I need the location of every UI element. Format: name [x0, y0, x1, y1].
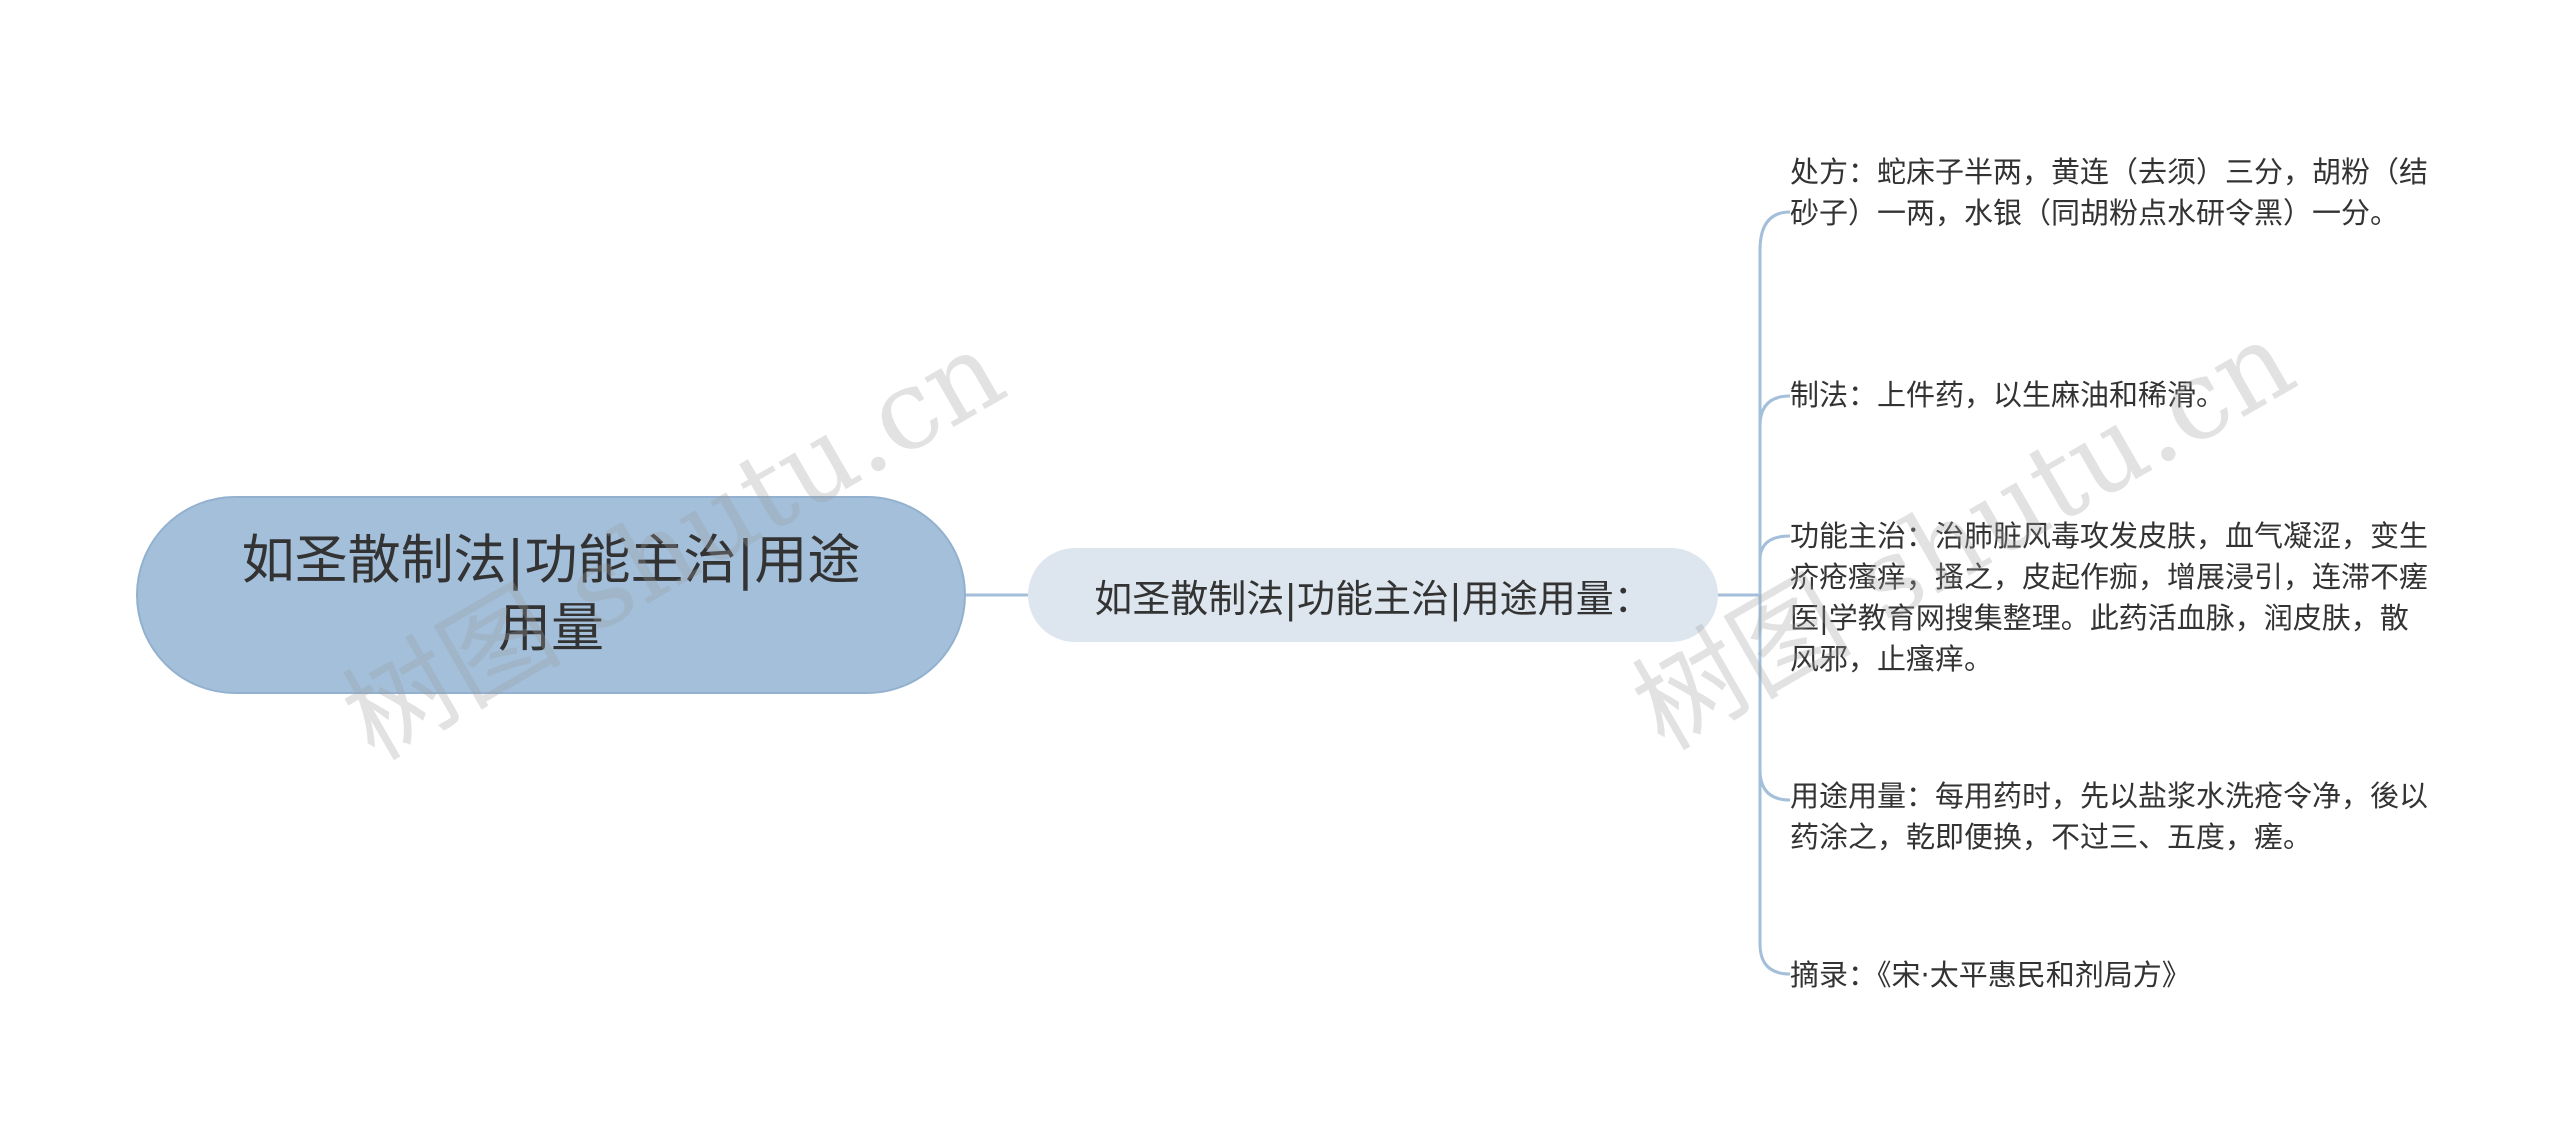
- leaf-indications[interactable]: 功能主治：治肺脏风毒攻发皮肤，血气凝涩，变生疥疮瘙痒，搔之，皮起作痂，增展浸引，…: [1790, 519, 2429, 676]
- branch-node[interactable]: 如圣散制法|功能主治|用途用量：: [1028, 548, 1718, 642]
- branch-node-label: 如圣散制法|功能主治|用途用量：: [1094, 576, 1652, 621]
- root-node-label: 如圣散制法|功能主治|用途用量: [241, 530, 861, 659]
- root-node[interactable]: 如圣散制法|功能主治|用途用量: [136, 496, 966, 694]
- leaf-source[interactable]: 摘录：《宋·太平惠民和剂局方》: [1790, 958, 2191, 992]
- leaf-prescription[interactable]: 处方：蛇床子半两，黄连（去须）三分，胡粉（结砂子）一两，水银（同胡粉点水研令黑）…: [1790, 155, 2429, 230]
- connector-leaf-5: [1758, 595, 1791, 976]
- connector-leaf-2: [1758, 394, 1791, 595]
- leaf-usage-dosage[interactable]: 用途用量：每用药时，先以盐浆水洗疮令净，後以药涂之，乾即便换，不过三、五度，瘥。: [1790, 779, 2429, 854]
- leaf-preparation[interactable]: 制法：上件药，以生麻油和稀滑。: [1790, 378, 2226, 412]
- connector-leaf-1: [1758, 210, 1791, 595]
- connector-leaf-3: [1758, 534, 1791, 595]
